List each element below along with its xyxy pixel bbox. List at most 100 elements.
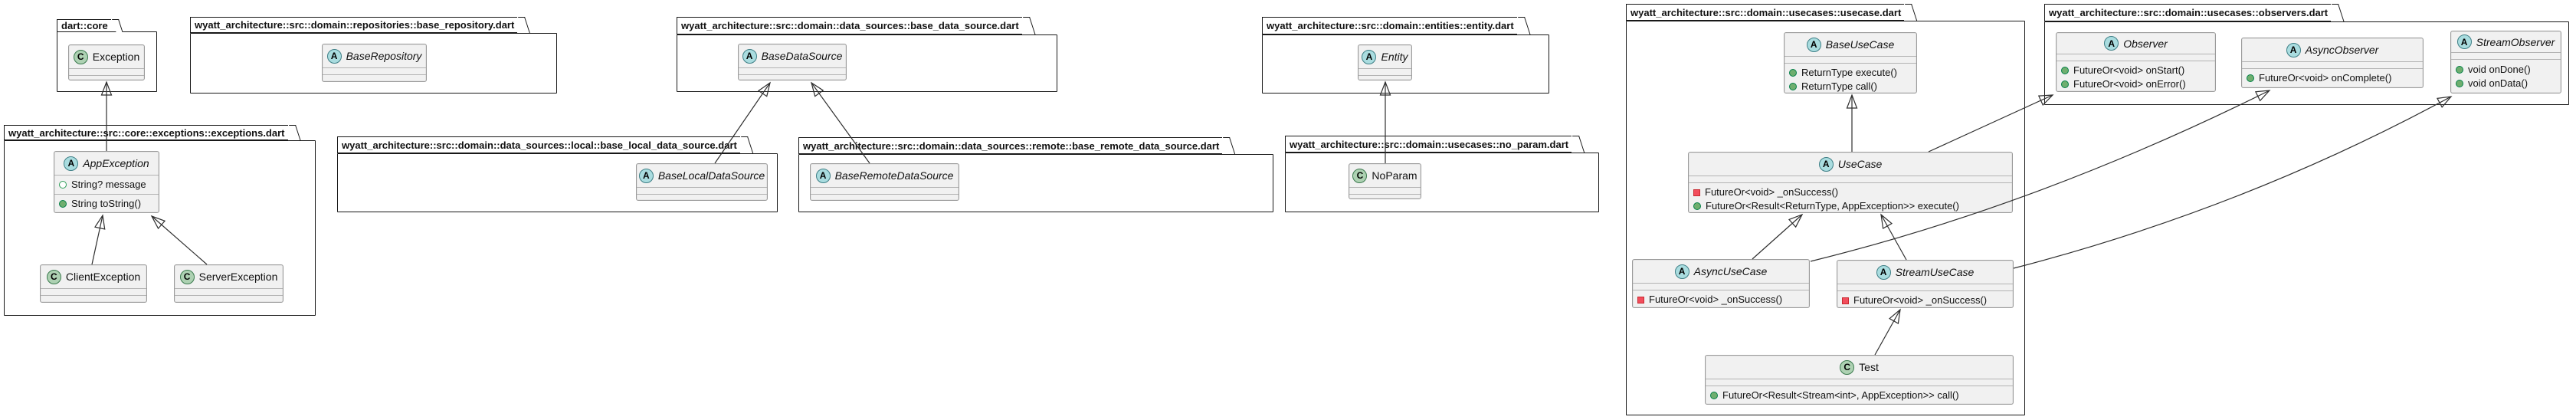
package-title: wyatt_architecture::src::domain::usecase… [1630, 6, 1902, 18]
method-row: FutureOr<void> onComplete() [2247, 71, 2418, 85]
class-box-streamusecase: A StreamUseCase FutureOr<void> _onSucces… [1837, 260, 2014, 308]
package-tab-no-param: wyatt_architecture::src::domain::usecase… [1285, 136, 1572, 153]
package-tab-dart-core: dart::core [57, 19, 111, 32]
class-name: BaseUseCase [1825, 38, 1895, 51]
class-box-basedatasource: A BaseDataSource [738, 44, 847, 80]
method-row: FutureOr<void> _onSuccess() [1637, 293, 1804, 307]
methods-compartment: String toString() [54, 194, 159, 213]
class-icon: C [179, 269, 195, 284]
class-name: NoParam [1372, 169, 1417, 182]
class-name: BaseLocalDataSource [657, 169, 765, 182]
method-text: FutureOr<void> onError() [2073, 78, 2186, 90]
class-name: ServerException [198, 271, 278, 283]
methods-compartment: ReturnType execute() ReturnType call() [1785, 63, 1916, 96]
class-icon: C [73, 49, 88, 64]
class-box-baseusecase: A BaseUseCase ReturnType execute() Retur… [1784, 32, 1917, 94]
method-text: ReturnType call() [1801, 80, 1877, 92]
package-tab-usecase: wyatt_architecture::src::domain::usecase… [1626, 4, 1905, 21]
package-tab-base-repository: wyatt_architecture::src::domain::reposit… [190, 17, 518, 33]
method-text: FutureOr<void> _onSuccess() [1649, 294, 1783, 305]
method-row: FutureOr<void> _onSuccess() [1693, 185, 2007, 199]
class-box-serverexception: C ServerException [174, 264, 283, 303]
methods-compartment: FutureOr<void> onStart() FutureOr<void> … [2057, 61, 2215, 94]
class-name: BaseRemoteDataSource [834, 169, 954, 182]
class-name: ClientException [65, 271, 141, 283]
class-name: BaseDataSource [761, 50, 843, 62]
class-name: Exception [92, 51, 140, 63]
package-tab-base-data-source: wyatt_architecture::src::domain::data_so… [677, 17, 1022, 34]
method-text: FutureOr<Result<Stream<int>, AppExceptio… [1722, 389, 1959, 401]
private-method-icon [1693, 189, 1700, 196]
class-box-noparam: C NoParam [1349, 163, 1421, 199]
method-row: ReturnType call() [1789, 80, 1912, 94]
method-row: FutureOr<void> onError() [2061, 77, 2211, 91]
methods-compartment: FutureOr<void> _onSuccess() [1837, 290, 2013, 310]
class-name: UseCase [1837, 158, 1883, 170]
class-box-usecase: A UseCase FutureOr<void> _onSuccess() Fu… [1688, 152, 2013, 213]
class-name: BaseRepository [346, 50, 422, 62]
package-title: wyatt_architecture::src::core::exception… [8, 126, 285, 139]
method-row: FutureOr<Result<Stream<int>, AppExceptio… [1710, 389, 2008, 402]
package-title: wyatt_architecture::src::domain::data_so… [803, 139, 1220, 152]
class-name: AsyncObserver [2305, 44, 2379, 56]
package-body-base-data-source [677, 34, 1057, 92]
package-tab-base-remote-data-source: wyatt_architecture::src::domain::data_so… [798, 137, 1223, 154]
public-method-icon [59, 200, 67, 208]
public-method-icon [2247, 74, 2254, 82]
class-name: Observer [2123, 37, 2168, 50]
package-title: wyatt_architecture::src::domain::usecase… [2049, 7, 2329, 18]
public-method-icon [2456, 65, 2463, 74]
method-row: void onData() [2456, 77, 2556, 90]
private-method-icon [1842, 297, 1849, 304]
method-text: String toString() [71, 198, 142, 209]
class-icon: C [1840, 359, 1855, 375]
method-text: FutureOr<void> _onSuccess() [1853, 294, 1988, 306]
methods-compartment: FutureOr<void> _onSuccess() FutureOr<Res… [1689, 182, 2012, 215]
method-row: FutureOr<void> onStart() [2061, 64, 2211, 77]
methods-compartment: FutureOr<void> onComplete() [2242, 68, 2423, 87]
public-field-icon [59, 181, 67, 189]
method-row: FutureOr<void> _onSuccess() [1842, 294, 2008, 307]
class-icon: C [1352, 168, 1368, 183]
fields-compartment: String? message [54, 175, 159, 194]
class-name: AppException [83, 157, 149, 169]
abstract-class-icon: A [1818, 156, 1834, 172]
methods-compartment: FutureOr<Result<Stream<int>, AppExceptio… [1706, 386, 2013, 405]
public-method-icon [2061, 67, 2069, 74]
methods-compartment: void onDone() void onData() [2451, 59, 2561, 93]
package-tab-base-local-data-source: wyatt_architecture::src::domain::data_so… [337, 136, 740, 153]
public-method-icon [2456, 79, 2463, 87]
abstract-class-icon: A [326, 48, 342, 64]
public-method-icon [1693, 202, 1701, 210]
class-name: StreamObserver [2476, 35, 2555, 48]
class-box-baserepository: A BaseRepository [322, 44, 427, 82]
method-text: void onData() [2468, 77, 2528, 89]
package-title: wyatt_architecture::src::domain::reposit… [195, 19, 515, 31]
package-title: wyatt_architecture::src::domain::entitie… [1267, 20, 1514, 31]
package-title: wyatt_architecture::src::domain::usecase… [1290, 138, 1569, 150]
class-box-streamobserver: A StreamObserver void onDone() void onDa… [2450, 31, 2561, 94]
method-row: void onDone() [2456, 63, 2556, 77]
class-box-observer: A Observer FutureOr<void> onStart() Futu… [2056, 32, 2216, 92]
class-icon: C [46, 269, 61, 284]
class-box-clientexception: C ClientException [40, 264, 147, 303]
public-method-icon [2061, 80, 2069, 88]
abstract-class-icon: A [64, 156, 79, 171]
package-body-no-param [1285, 153, 1599, 212]
methods-compartment: FutureOr<void> _onSuccess() [1633, 290, 1809, 309]
abstract-class-icon: A [1362, 49, 1377, 64]
class-box-test: C Test FutureOr<Result<Stream<int>, AppE… [1705, 355, 2014, 405]
method-text: FutureOr<void> onComplete() [2259, 72, 2392, 84]
class-box-baseremotedatasource: A BaseRemoteDataSource [810, 163, 959, 201]
abstract-class-icon: A [2456, 34, 2472, 49]
abstract-class-icon: A [1806, 37, 1821, 52]
field-row: String? message [59, 178, 154, 192]
package-tab-observers: wyatt_architecture::src::domain::usecase… [2044, 4, 2332, 21]
method-row: String toString() [59, 197, 154, 211]
package-title: dart::core [61, 20, 108, 31]
edge-streamusecase-extends-streamobserver [2013, 96, 2453, 269]
abstract-class-icon: A [1876, 264, 1891, 280]
public-method-icon [1710, 392, 1718, 399]
class-box-entity: A Entity [1358, 44, 1412, 80]
class-box-asyncobserver: A AsyncObserver FutureOr<void> onComplet… [2241, 38, 2424, 88]
